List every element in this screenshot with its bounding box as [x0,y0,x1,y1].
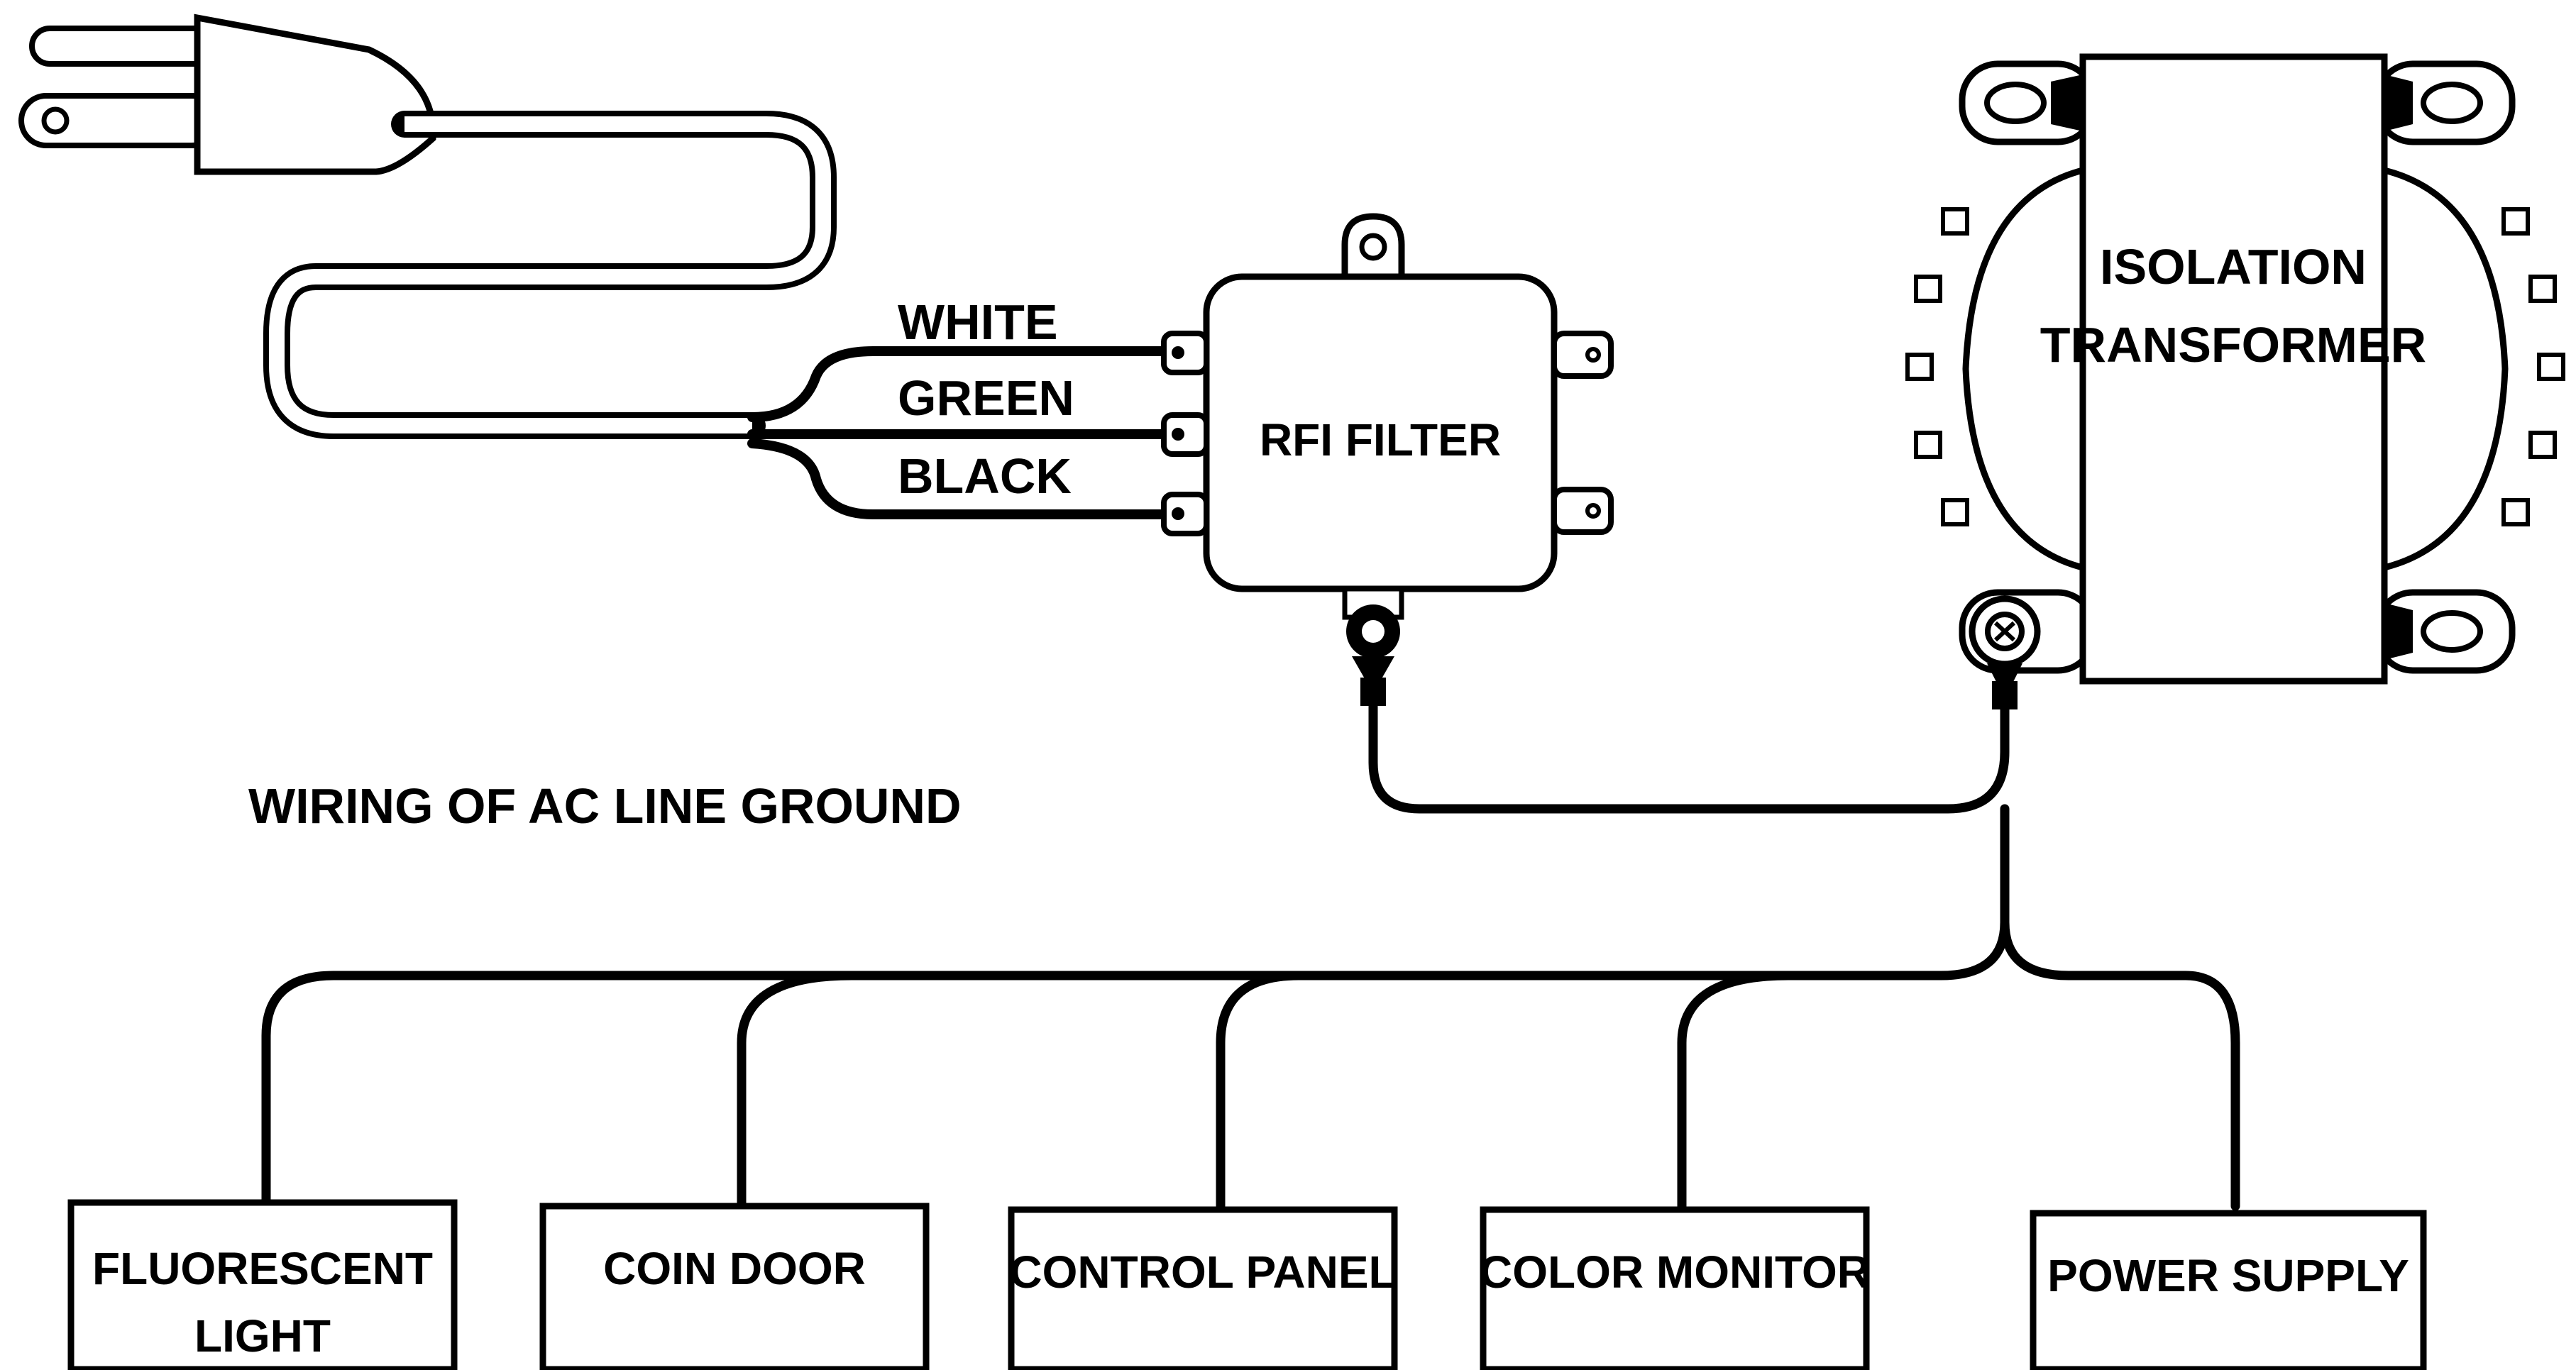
rfi-terminal-left-2 [1161,412,1209,457]
ground-wires [261,701,2240,1211]
rfi-terminal-right-1 [1551,331,1614,379]
ground-drop-control-panel [1216,971,1304,1211]
color-monitor-box [1480,1206,1870,1370]
plug-body [194,13,436,175]
input-wires [747,346,1176,519]
rfi-filter-mount-hole [1359,233,1387,261]
transformer-coil-right [2383,167,2509,571]
rfi-filter [1161,213,1614,706]
power-cord-inner [269,116,831,433]
ac-plug [18,13,436,175]
transformer-label-line1: ISOLATION [2100,239,2367,294]
destination-power-supply: POWER SUPPLY [2030,1210,2427,1370]
transformer-core [2079,53,2388,685]
destination-fluorescent-light: FLUORESCENT LIGHT [67,1199,458,1370]
isolation-transformer [1905,53,2565,709]
rfi-terminal-left-3 [1161,492,1209,536]
wire-label-black: BLACK [898,448,1072,504]
rfi-terminal-left-1 [1161,331,1209,375]
destination-color-monitor: COLOR MONITOR [1480,1206,1870,1370]
coin-door-label: COIN DOOR [603,1243,866,1294]
ground-bus [261,917,2010,1211]
wire-black [747,438,1176,519]
ground-drop-power-supply [2000,917,2240,1211]
transformer-coil-left [1962,167,2084,571]
wire-label-green: GREEN [898,370,1074,426]
fluorescent-light-label-line2: LIGHT [194,1310,331,1361]
transformer-label-line2: TRANSFORMER [2040,317,2426,372]
power-supply-label: POWER SUPPLY [2047,1250,2409,1301]
ground-drop-coin-door [737,971,857,1211]
wire-label-white: WHITE [898,294,1058,350]
diagram-caption: WIRING OF AC LINE GROUND [248,778,962,834]
destination-coin-door: COIN DOOR [539,1203,930,1370]
color-monitor-label: COLOR MONITOR [1480,1247,1870,1298]
ground-drop-color-monitor [1677,971,1793,1211]
coin-door-box [539,1203,930,1370]
fluorescent-light-box [67,1199,458,1370]
destination-control-panel: CONTROL PANEL [1008,1206,1398,1370]
control-panel-label: CONTROL PANEL [1009,1247,1396,1298]
plug-prong-top [29,26,219,67]
power-supply-box [2030,1210,2427,1370]
rfi-filter-label: RFI FILTER [1260,414,1501,465]
wire-white [747,346,1176,422]
ground-wire-filter-to-transformer [1368,701,2010,814]
plug-prong-hole [41,106,70,135]
control-panel-box [1008,1206,1398,1370]
rfi-terminal-right-2 [1551,487,1614,535]
fluorescent-light-label-line1: FLUORESCENT [92,1243,433,1294]
